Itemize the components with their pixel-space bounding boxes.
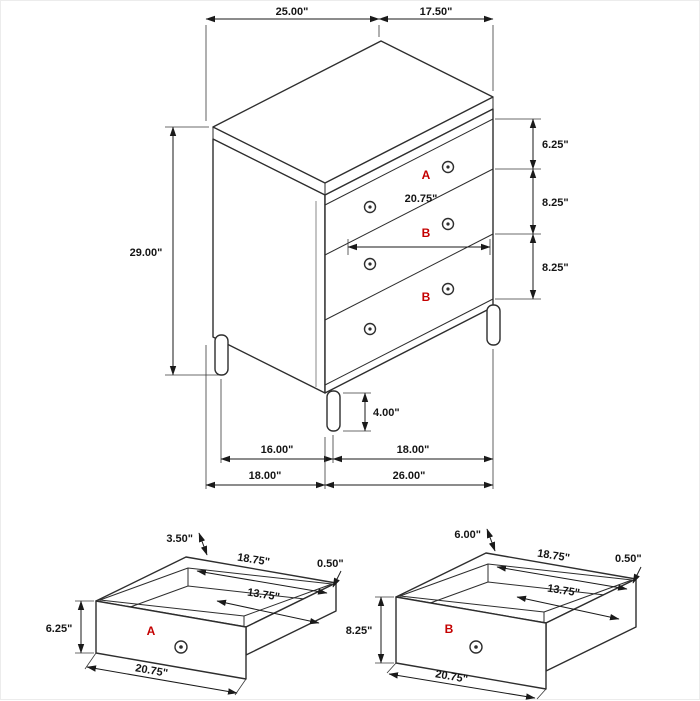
dimension-line-b-inner-length bbox=[496, 565, 628, 591]
dim-b-inner-length-label: 18.75" bbox=[536, 548, 570, 565]
dim-a-inner-width-label: 13.75" bbox=[246, 587, 280, 604]
dim-leg-height-label: 4.00" bbox=[373, 407, 400, 419]
dimension-line-b-wall-thickness bbox=[632, 566, 642, 584]
extension-line bbox=[386, 662, 397, 674]
dimension-line-a-outer-width bbox=[86, 665, 238, 695]
dimension-line-a-inner-width bbox=[216, 599, 320, 625]
dimension-line-b-outer-width bbox=[388, 672, 536, 700]
chest-isometric-view: A B B bbox=[212, 40, 501, 432]
dimension-line-a-inner-length bbox=[196, 569, 328, 595]
chest-leg-right bbox=[486, 304, 501, 346]
knob-dot-icon bbox=[446, 222, 450, 226]
chest-leg-back-left bbox=[214, 334, 229, 376]
dimension-line-b-back-height bbox=[486, 528, 496, 552]
dim-a-wall-thickness-label: 0.50" bbox=[317, 558, 344, 570]
drawer-divider-top bbox=[324, 118, 494, 206]
dim-a-back-height-label: 3.50" bbox=[166, 533, 193, 545]
dim-a-front-height-label: 6.25" bbox=[46, 623, 73, 635]
knob-dot-icon bbox=[368, 327, 372, 331]
dim-drawer-b1-label: 8.25" bbox=[542, 197, 569, 209]
dim-drawer-b2-label: 8.25" bbox=[542, 262, 569, 274]
dim-leg-span-left-label: 16.00" bbox=[261, 444, 294, 456]
drawer-b1-label: B bbox=[422, 226, 431, 240]
drawer-b-detail-view: B 6.00" 18.75" 0.50" 8.25" 13.75" 20.75" bbox=[346, 528, 642, 700]
dimension-line-b-inner-width bbox=[516, 595, 620, 621]
chest-left-side-panel bbox=[212, 138, 326, 394]
dim-top-width-label: 25.00" bbox=[276, 6, 309, 18]
drawer-b2-label: B bbox=[422, 290, 431, 304]
dim-base-width-label: 26.00" bbox=[393, 470, 426, 482]
drawer-a-detail-view: A 3.50" 18.75" 0.50" 6.25" 13.75" 20.75" bbox=[46, 532, 344, 696]
dim-b-back-height-label: 6.00" bbox=[454, 529, 481, 541]
dim-drawer-a-label: 6.25" bbox=[542, 139, 569, 151]
dim-height-label: 29.00" bbox=[130, 247, 163, 259]
dim-b-wall-thickness-label: 0.50" bbox=[615, 553, 642, 565]
dim-b-outer-width-label: 20.75" bbox=[434, 668, 468, 686]
dim-a-outer-width-label: 20.75" bbox=[134, 662, 168, 680]
dim-base-depth-label: 18.00" bbox=[249, 470, 282, 482]
drawer-divider-bottom bbox=[324, 298, 494, 386]
drawer-a-detail-label: A bbox=[147, 624, 156, 638]
drawer-divider-a-b bbox=[324, 168, 494, 256]
dimension-line-a-wall-thickness bbox=[332, 570, 342, 588]
dimension-line-a-back-height bbox=[198, 532, 208, 556]
knob-dot-icon bbox=[368, 262, 372, 266]
dim-top-depth-label: 17.50" bbox=[420, 6, 453, 18]
knob-dot-icon bbox=[179, 645, 183, 649]
dim-a-inner-length-label: 18.75" bbox=[236, 552, 270, 569]
knob-dot-icon bbox=[446, 287, 450, 291]
drawer-b-detail-label: B bbox=[445, 622, 454, 636]
knob-dot-icon bbox=[368, 205, 372, 209]
drawer-a-label: A bbox=[422, 168, 431, 182]
chest-leg-front bbox=[326, 390, 341, 432]
dim-leg-span-right-label: 18.00" bbox=[397, 444, 430, 456]
dim-front-width-label: 20.75" bbox=[405, 193, 438, 205]
extension-line bbox=[536, 688, 547, 700]
dim-b-front-height-label: 8.25" bbox=[346, 625, 373, 637]
dim-b-inner-width-label: 13.75" bbox=[546, 583, 580, 600]
extension-line bbox=[84, 652, 97, 670]
knob-dot-icon bbox=[446, 165, 450, 169]
knob-dot-icon bbox=[474, 645, 478, 649]
chest-dimensions: 25.00" 17.50" 29.00" 6.25" 8.25" 8.25" 2… bbox=[130, 6, 569, 489]
